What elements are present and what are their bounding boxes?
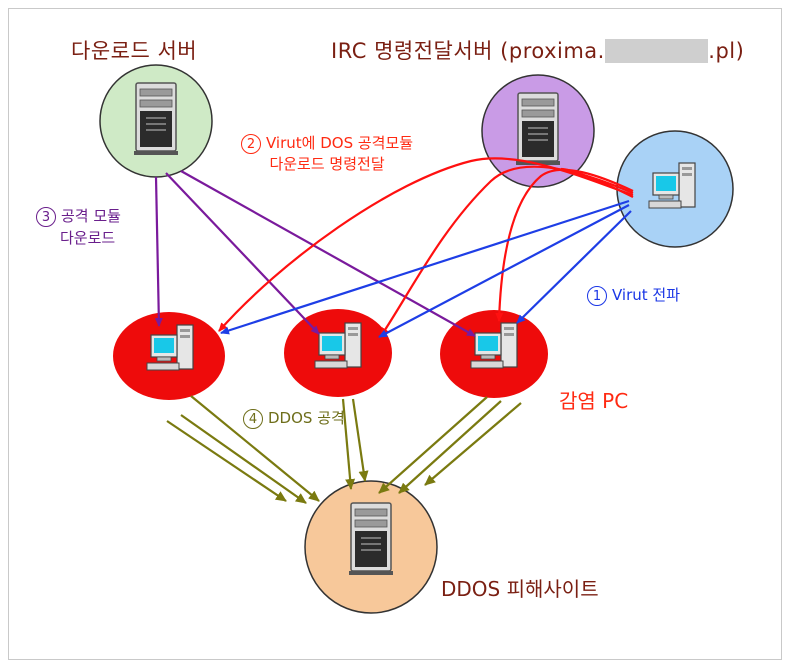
step3-line2: 다운로드 [60, 229, 116, 247]
step2-number: 2 [241, 133, 261, 154]
step4-label: 4 DDOS 공격 [243, 407, 345, 429]
infected-pc-label: 감염 PC [559, 389, 629, 413]
step3-line1: 3 공격 모듈 [36, 205, 121, 227]
step2-line2: 다운로드 명령전달 [269, 154, 385, 173]
step1-label: 1 Virut 전파 [587, 284, 680, 306]
step3-text: 공격 모듈 [61, 207, 121, 225]
step1-number: 1 [587, 285, 607, 306]
diagram-frame: 다운로드 서버 IRC 명령전달서버 (proxima.xxxxxxxx.pl)… [8, 8, 782, 660]
step3-label: 3 공격 모듈 다운로드 [36, 205, 121, 249]
network-diagram [99, 64, 734, 614]
tower-server-icon [515, 92, 561, 166]
irc-server-label-suffix: .pl) [708, 39, 745, 63]
tower-server-icon [348, 502, 394, 576]
step1-text: Virut 전파 [612, 286, 681, 304]
step4-text: DDOS 공격 [268, 409, 345, 427]
download-server-label: 다운로드 서버 [71, 39, 198, 63]
step3-number: 3 [36, 206, 56, 227]
irc-server-label: IRC 명령전달서버 (proxima.xxxxxxxx.pl) [331, 35, 744, 65]
tower-server-icon [133, 82, 179, 156]
irc-server-label-prefix: IRC 명령전달서버 (proxima. [331, 39, 605, 63]
step2-label: 2 Virut에 DOS 공격모듈 다운로드 명령전달 [241, 133, 413, 174]
step2-text: Virut에 DOS 공격모듈 [266, 134, 414, 152]
irc-server-redacted: xxxxxxxx [604, 39, 709, 63]
victim-site-label: DDOS 피해사이트 [441, 577, 599, 601]
propagation-arrows [220, 199, 632, 338]
step4-number: 4 [243, 408, 263, 429]
module-download-arrows [154, 170, 476, 337]
ddos-attack-arrows [166, 395, 522, 504]
step2-line1: 2 Virut에 DOS 공격모듈 [241, 133, 413, 154]
